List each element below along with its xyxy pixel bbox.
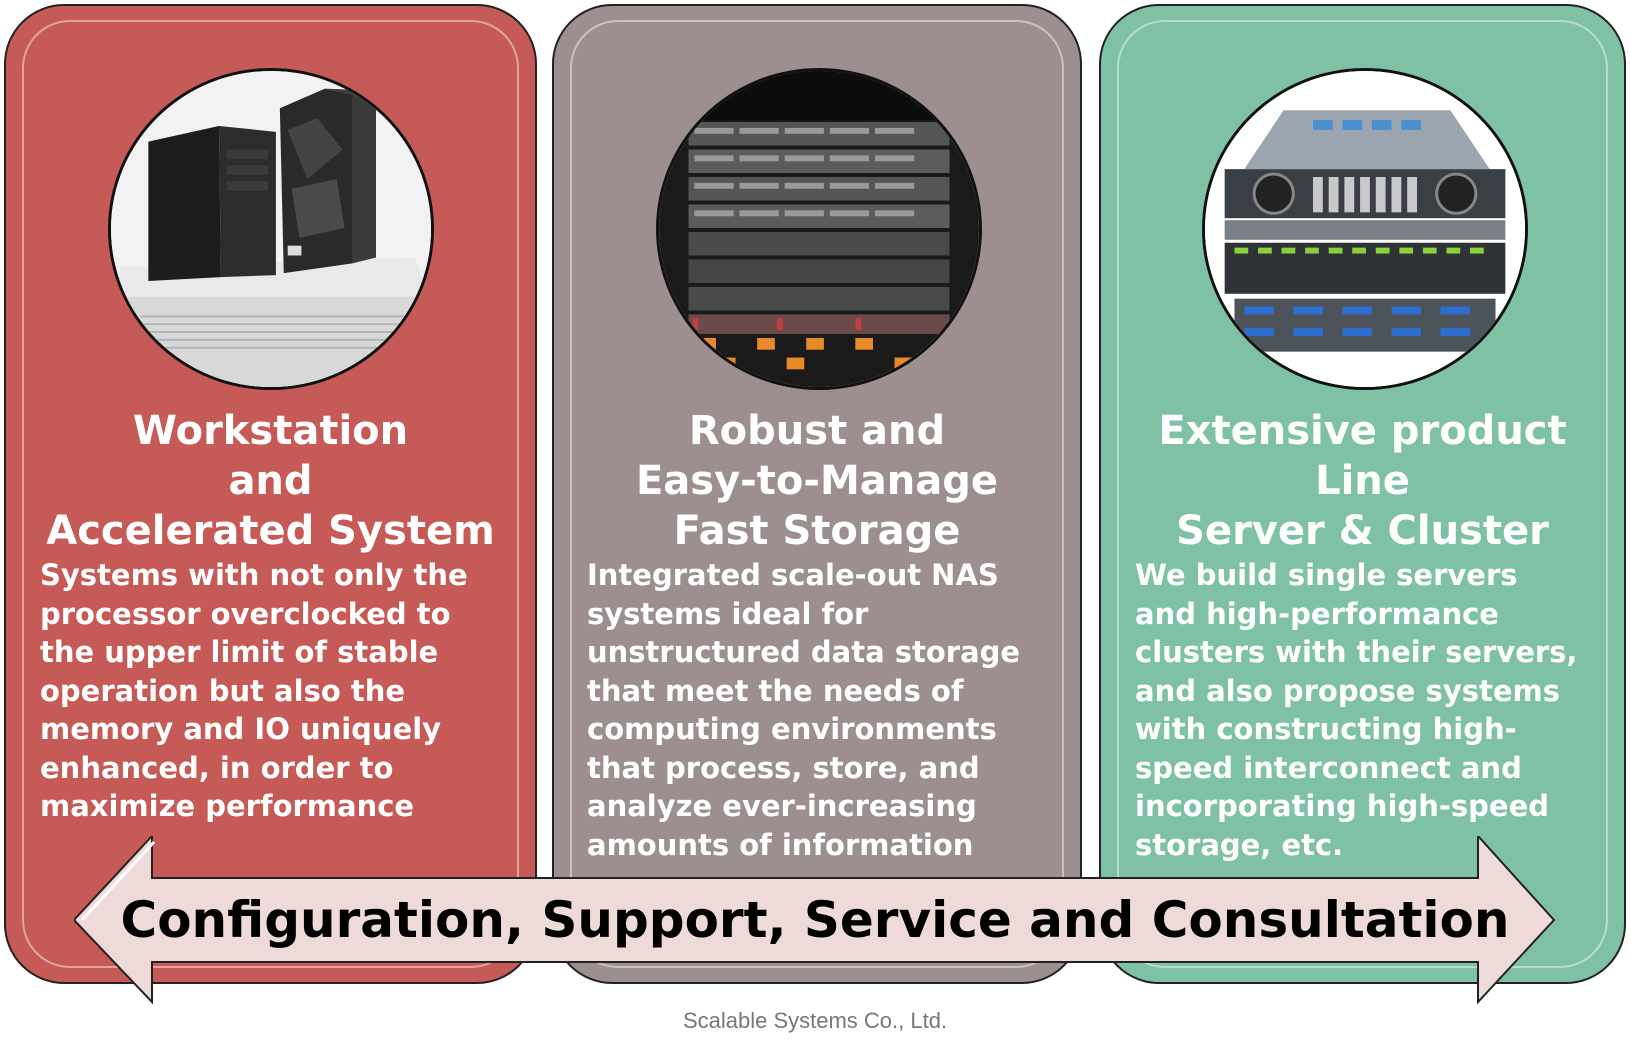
description-line: amounts of information xyxy=(587,827,974,862)
description-line: the upper limit of stable xyxy=(40,635,439,669)
description-line: We build single servers xyxy=(1135,558,1518,592)
panel-title: Workstation and Accelerated System xyxy=(16,406,525,556)
panel-title: Extensive product Line Server & Cluster xyxy=(1111,406,1614,556)
title-line: Accelerated System xyxy=(46,508,495,554)
panel-description: Systems with not only the processor over… xyxy=(40,556,468,826)
description-line: memory and IO uniquely xyxy=(40,712,442,746)
title-line: Line xyxy=(1315,458,1410,504)
title-line: Server & Cluster xyxy=(1176,508,1549,554)
server-image xyxy=(1202,68,1528,390)
description-line: clusters with their servers, xyxy=(1135,635,1578,669)
workstation-image xyxy=(108,68,434,390)
title-line: and xyxy=(228,458,313,504)
title-line: Robust and xyxy=(688,408,946,454)
description-line: unstructured data storage xyxy=(587,635,1021,669)
storage-rack-icon xyxy=(659,71,979,387)
description-line: enhanced, in order to xyxy=(40,750,394,785)
description-line: systems ideal for xyxy=(587,596,869,631)
description-line: storage, etc. xyxy=(1135,827,1344,862)
description-line: Systems with not only the xyxy=(40,558,468,592)
workstation-tower-icon xyxy=(111,71,431,387)
title-line: Fast Storage xyxy=(673,508,961,554)
description-line: operation but also the xyxy=(40,673,406,708)
footer-credit: Scalable Systems Co., Ltd. xyxy=(682,1008,948,1033)
description-line: and high-performance xyxy=(1135,596,1499,631)
server-cluster-icon xyxy=(1205,71,1525,387)
description-line: computing environments xyxy=(587,712,997,746)
description-line: Integrated scale-out NAS xyxy=(587,558,999,592)
description-line: analyze ever-increasing xyxy=(587,789,977,823)
description-line: maximize performance xyxy=(40,789,415,823)
server-cluster-panel: Extensive product Line Server & Cluster … xyxy=(1099,4,1626,984)
title-line: Workstation xyxy=(132,408,409,454)
panel-description: Integrated scale-out NAS systems ideal f… xyxy=(587,556,1020,864)
description-line: and also propose systems xyxy=(1135,673,1560,708)
panel-description: We build single servers and high-perform… xyxy=(1135,556,1577,864)
description-line: processor overclocked to xyxy=(40,596,451,631)
workstation-panel: Workstation and Accelerated System Syste… xyxy=(4,4,537,984)
description-line: incorporating high-speed xyxy=(1135,789,1550,823)
title-line: Easy-to-Manage xyxy=(635,458,999,504)
description-line: speed interconnect and xyxy=(1135,750,1522,785)
panel-title: Robust and Easy-to-Manage Fast Storage xyxy=(564,406,1070,556)
description-line: that process, store, and xyxy=(587,750,980,785)
storage-panel: Robust and Easy-to-Manage Fast Storage I… xyxy=(552,4,1082,984)
description-line: that meet the needs of xyxy=(587,673,964,708)
storage-image xyxy=(656,68,982,390)
description-line: with constructing high- xyxy=(1135,712,1517,746)
title-line: Extensive product xyxy=(1158,408,1567,454)
